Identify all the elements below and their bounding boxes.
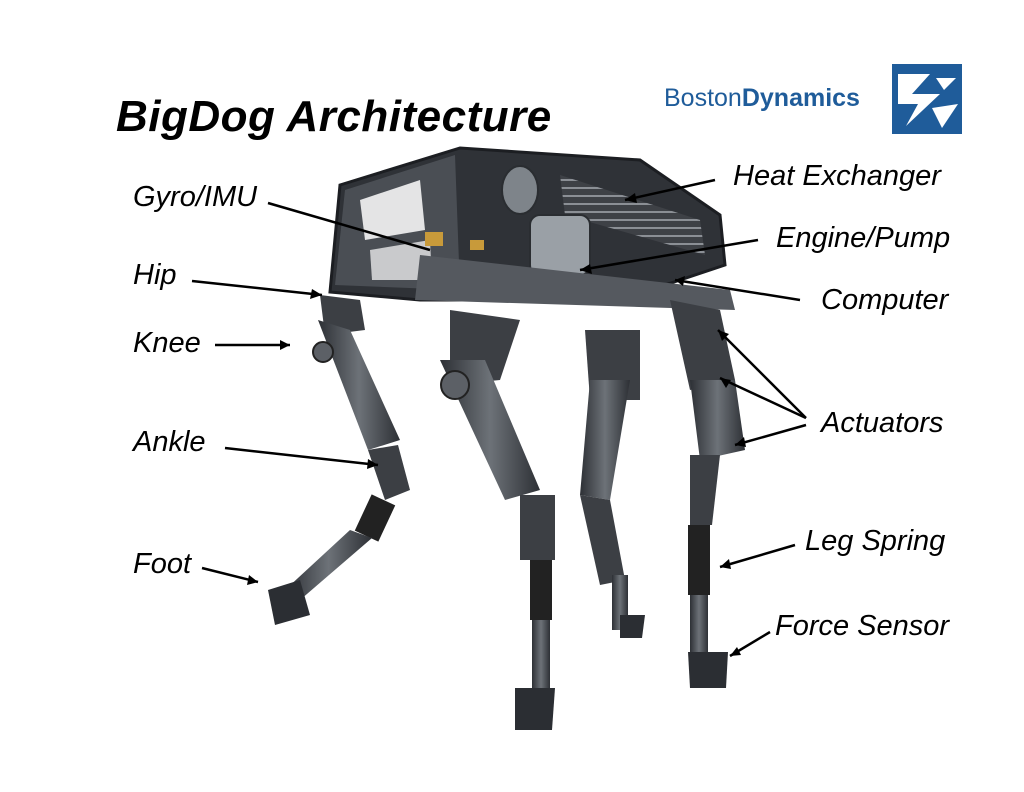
label-engine-pump: Engine/Pump [776,222,951,254]
actuator-pointer-1 [717,329,807,419]
front-left-leg [268,295,410,625]
gyro-pointer [267,201,431,252]
logo-brand-strong: Dynamics [741,84,860,112]
label-force-sensor: Force Sensor [775,610,950,642]
logo-brand: Boston [664,84,742,112]
label-foot: Foot [133,548,192,580]
hip-pointer [191,279,323,297]
slide-title: BigDog Architecture [116,92,552,141]
rear-left-leg [580,330,645,638]
label-actuators: Actuators [821,407,944,439]
ankle-pointer [224,446,379,467]
label-hip: Hip [133,259,177,291]
actuator-pointer-2 [719,376,807,420]
label-computer: Computer [821,284,949,316]
boston-dynamics-logo-icon [892,64,962,134]
actuator-pointer-3 [734,423,807,447]
label-knee: Knee [133,327,201,359]
computer-pointer [674,278,801,302]
label-leg-spring: Leg Spring [805,525,946,557]
label-heat-exchanger: Heat Exchanger [733,160,941,192]
engine-pump-pointer [579,238,759,272]
callout-lines [191,178,807,658]
heat-exchanger-pointer [624,178,716,202]
callout-arrowheads [247,193,746,656]
rear-right-leg [670,300,745,688]
leg-spring-pointer [719,543,796,569]
front-right-leg [440,310,555,730]
boston-dynamics-logo-text: BostonDynamics [664,84,860,113]
label-gyro-imu: Gyro/IMU [133,181,258,213]
robot-body-frame [328,146,735,310]
label-ankle: Ankle [133,426,206,458]
